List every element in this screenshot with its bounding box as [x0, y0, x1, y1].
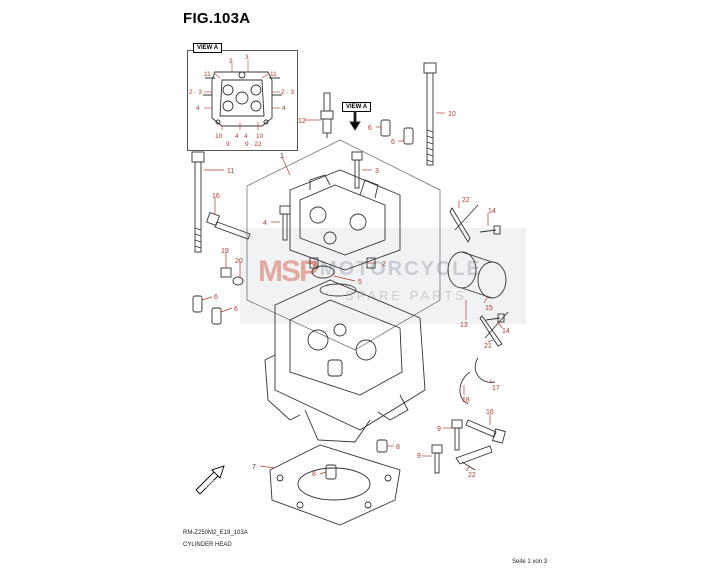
- callout-9a: 9: [437, 426, 441, 433]
- inset-callout-11a: 11: [204, 71, 211, 78]
- view-a-inset-label: VIEW A: [193, 43, 223, 53]
- callout-6c: 6: [214, 294, 218, 301]
- callout-18: 18: [462, 397, 470, 404]
- bolt-16-right: [465, 419, 506, 444]
- cylinder-head-body: [246, 139, 441, 443]
- washer-20: [232, 276, 244, 286]
- callout-3: 3: [375, 168, 379, 175]
- callout-21: 21: [484, 343, 492, 350]
- callout-2b: 2: [382, 261, 386, 268]
- inset-leader-lines: [204, 60, 280, 130]
- callout-19: 19: [221, 248, 229, 255]
- callout-10: 10: [448, 111, 456, 118]
- callout-5: 5: [358, 279, 362, 286]
- callout-14b: 14: [502, 328, 510, 335]
- view-a-inset-frame: [187, 50, 298, 151]
- callout-11: 11: [227, 168, 234, 175]
- inset-callout-3a: 3: [229, 58, 233, 65]
- o-ring-17: [474, 357, 496, 383]
- callout-8b: 8: [312, 471, 316, 478]
- callout-1: 1: [280, 153, 284, 160]
- clamp-22-top: [449, 204, 479, 243]
- o-ring-18: [459, 371, 471, 405]
- dowel-pins-top: [380, 119, 414, 145]
- figure-caption: CYLINDER HEAD: [183, 542, 232, 548]
- callout-22a: 22: [462, 197, 470, 204]
- callout-15: 15: [485, 305, 493, 312]
- inset-callout-4c: 4: [235, 133, 239, 140]
- callout-12: 12: [298, 118, 306, 125]
- inset-callout-2-3a: 2 · 3: [189, 89, 202, 96]
- inset-callout-10b: 10: [256, 133, 264, 140]
- dowel-pins-8: [325, 439, 388, 480]
- callout-16a: 16: [212, 193, 220, 200]
- spark-plug: [320, 92, 334, 138]
- bolt-3: [351, 151, 363, 189]
- bolt-14-bottom: [485, 313, 505, 323]
- leader-lines: [201, 112, 503, 475]
- callout-22b: 22: [468, 472, 476, 479]
- page-indicator: Seite 1 von 3: [512, 559, 548, 565]
- callout-16b: 16: [486, 409, 494, 416]
- bracket-22-bottom: [455, 445, 493, 471]
- plug-19: [220, 267, 232, 278]
- callout-6b: 6: [391, 139, 395, 146]
- inset-callout-4d: 4: [244, 133, 248, 140]
- bolt-16-left: [206, 212, 251, 240]
- callout-13: 13: [460, 322, 468, 329]
- callout-6a: 6: [368, 125, 372, 132]
- callout-6d: 6: [234, 306, 238, 313]
- head-gasket: [269, 444, 401, 526]
- callout-labels: 12 10 6 6 1 3 11 16 4 22 14 2 2 19 20 5 …: [212, 111, 510, 479]
- watermark-logo: MSP: [258, 255, 319, 288]
- callout-7: 7: [252, 464, 256, 471]
- inset-callout-labels: 3 3 11 11 2 · 3 2 · 3 4 4 10 4 4 10 9 9 …: [189, 54, 294, 148]
- callout-9b: 9: [417, 453, 421, 460]
- view-a-arrow-label: VIEW A: [342, 102, 372, 112]
- bolt-4: [279, 205, 291, 241]
- inset-callout-9-22: 9 · 22: [245, 141, 262, 148]
- inset-callout-9: 9: [226, 141, 230, 148]
- gasket-5: [311, 265, 335, 279]
- inset-callout-11b: 11: [270, 71, 277, 78]
- inset-cylinder-head-top-view: [203, 71, 282, 127]
- stud-bolt-right: [423, 62, 437, 166]
- callout-17: 17: [492, 385, 500, 392]
- bolt-9-upper: [451, 419, 463, 451]
- inset-callout-10a: 10: [215, 133, 223, 140]
- model-code: RM-Z250M2_E19_103A: [183, 530, 248, 536]
- inset-callout-4b: 4: [282, 105, 286, 112]
- intake-pipe: [447, 251, 507, 299]
- callout-14a: 14: [488, 208, 496, 215]
- callout-2a: 2: [313, 261, 317, 268]
- callout-4: 4: [263, 220, 267, 227]
- callout-8a: 8: [396, 444, 400, 451]
- figure-title: FIG.103A: [183, 10, 251, 27]
- bolt-14-top: [479, 225, 501, 235]
- callout-20: 20: [235, 258, 243, 265]
- view-a-arrow: [349, 111, 361, 131]
- inset-callout-2-3b: 2 · 3: [281, 89, 294, 96]
- bolt-9-lower: [431, 444, 443, 474]
- inset-callout-4a: 4: [196, 105, 200, 112]
- dowel-pins-left: [192, 295, 222, 325]
- inset-callout-3b: 3: [245, 54, 249, 61]
- stud-bolt-left: [191, 151, 205, 253]
- fwd-arrow: [195, 465, 225, 495]
- fwd-label: FWD: [205, 479, 218, 492]
